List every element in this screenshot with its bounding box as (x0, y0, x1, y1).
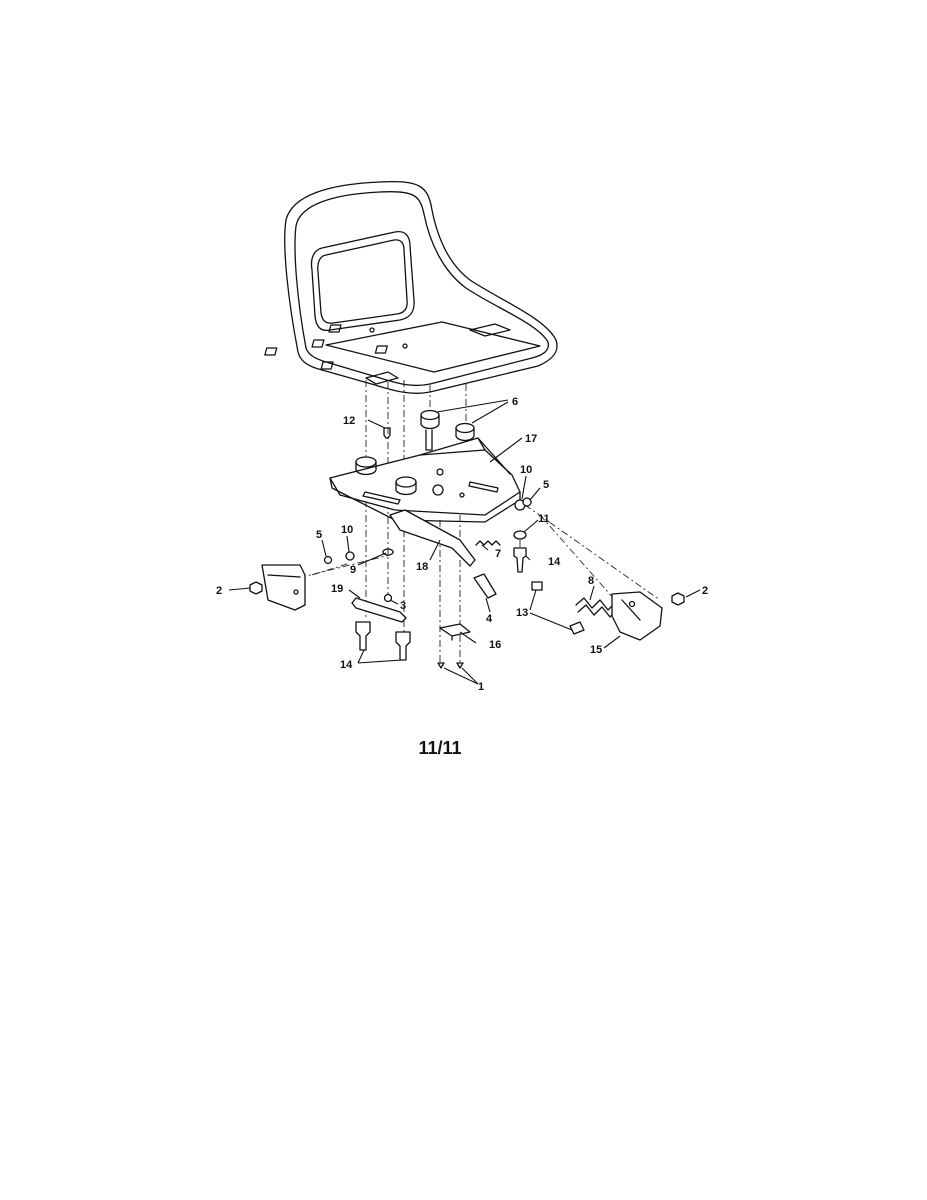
alignment-lines (269, 380, 661, 665)
callout-18: 18 (416, 561, 428, 573)
callout-8: 8 (588, 575, 594, 587)
callout-15: 15 (590, 644, 602, 656)
callout-10-left: 10 (341, 524, 353, 536)
callout-3: 3 (400, 600, 406, 612)
callout-5-left: 5 (316, 529, 322, 541)
callout-2-right: 2 (702, 585, 708, 597)
callout-6: 6 (512, 396, 518, 408)
callout-16: 16 (489, 639, 501, 651)
seat-bracket-drawing (329, 409, 521, 567)
callout-labels: 1 2 2 3 4 5 5 6 7 8 9 10 10 11 12 13 14 … (216, 396, 708, 693)
callout-4: 4 (486, 613, 493, 625)
callout-5-right: 5 (543, 479, 549, 491)
callout-19: 19 (331, 583, 343, 595)
callout-11: 11 (538, 513, 550, 525)
callout-12: 12 (343, 415, 355, 427)
hardware-drawing (249, 427, 685, 669)
callout-14-left: 14 (340, 659, 353, 671)
seat-drawing (264, 180, 558, 394)
callout-7: 7 (495, 548, 501, 560)
callout-10-right: 10 (520, 464, 532, 476)
callout-9: 9 (350, 564, 356, 576)
leader-lines (228, 399, 701, 685)
page-number: 11/11 (418, 738, 462, 758)
callout-13: 13 (516, 607, 528, 619)
callout-2-left: 2 (216, 585, 222, 597)
callout-17: 17 (525, 433, 537, 445)
callout-1: 1 (478, 681, 484, 693)
callout-14-right: 14 (548, 556, 561, 568)
